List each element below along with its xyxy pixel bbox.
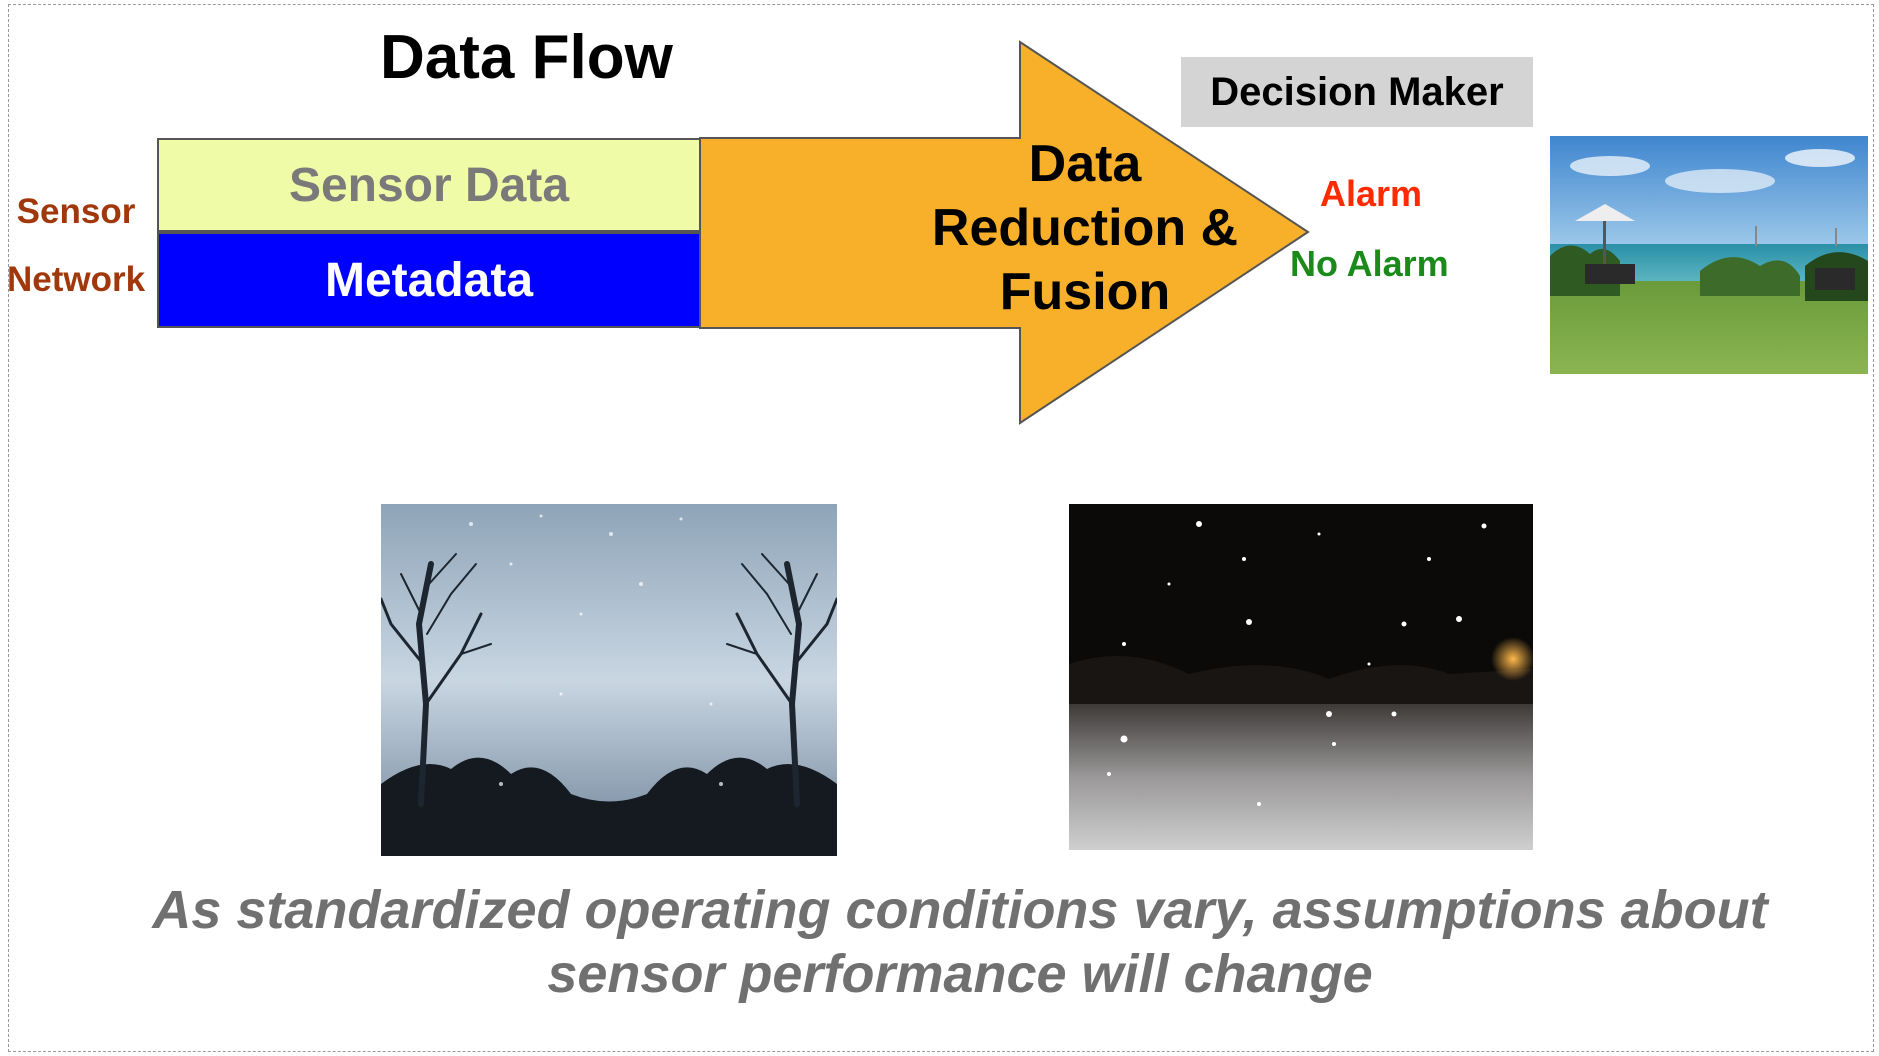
caption-line2: sensor performance will change: [547, 944, 1373, 1004]
fusion-arrow-shape: [699, 40, 1310, 425]
sensor-data-box: Sensor Data: [157, 138, 701, 232]
fusion-label: Data Reduction & Fusion: [905, 132, 1265, 324]
slide-frame: [8, 4, 1874, 1052]
foggy-winter-trees-image: [381, 504, 837, 856]
fusion-label-line2: Reduction &: [931, 199, 1239, 257]
sensor-label-line2: Network: [6, 260, 146, 299]
fusion-label-line1: Data: [1028, 135, 1142, 193]
diagram-title: Data Flow: [380, 23, 673, 92]
night-snowfall-image: [1069, 504, 1533, 850]
beach-scene-image: [1550, 136, 1868, 374]
metadata-box: Metadata: [157, 232, 701, 328]
alarm-label: Alarm: [1320, 173, 1423, 214]
decision-maker-box: Decision Maker: [1181, 57, 1533, 127]
no-alarm-label: No Alarm: [1290, 243, 1449, 284]
fusion-label-line3: Fusion: [999, 263, 1171, 321]
sensor-label-line1: Sensor: [16, 192, 136, 231]
caption-line1: As standardized operating conditions var…: [152, 880, 1768, 940]
caption: As standardized operating conditions var…: [60, 878, 1860, 1006]
sensor-network-label: Sensor Network: [0, 178, 152, 314]
